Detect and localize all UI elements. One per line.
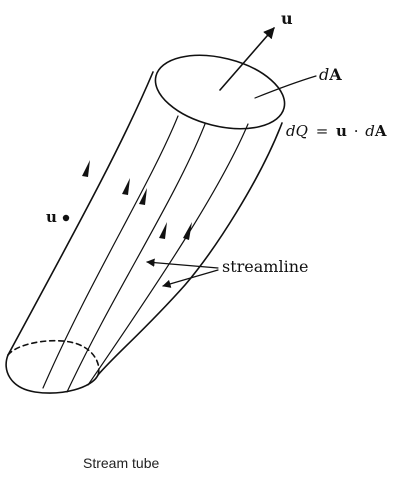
- arrowhead-right-edge: [183, 222, 192, 240]
- arrowhead-left-edge: [82, 160, 90, 177]
- velocity-arrow: [219, 27, 275, 91]
- flux-equation: dQ = u · dA: [286, 122, 387, 140]
- arrowhead-streamline-1: [122, 178, 130, 195]
- streamline-2: [66, 123, 206, 393]
- particle-point: [62, 214, 70, 222]
- streamline-pointer-lower: [162, 269, 219, 288]
- caption: Stream tube: [83, 455, 159, 471]
- dA-leader-line: [254, 75, 317, 99]
- bottom-ellipse-back: [7, 339, 100, 376]
- streamline-3: [87, 123, 249, 386]
- bottom-ellipse-front: [5, 354, 99, 394]
- top-ellipse: [154, 54, 286, 130]
- tube-left-edge: [7, 71, 154, 356]
- streamline-pointer-upper: [146, 258, 219, 269]
- tube-right-edge: [97, 122, 283, 376]
- arrowhead-streamline-2: [139, 188, 147, 205]
- dA-label: dA: [319, 65, 342, 84]
- u-left-label: u: [46, 208, 57, 226]
- streamline-1: [42, 115, 179, 389]
- streamline-label: streamline: [222, 257, 308, 276]
- arrowhead-streamline-3: [159, 222, 167, 239]
- u-top-label: u: [281, 9, 293, 28]
